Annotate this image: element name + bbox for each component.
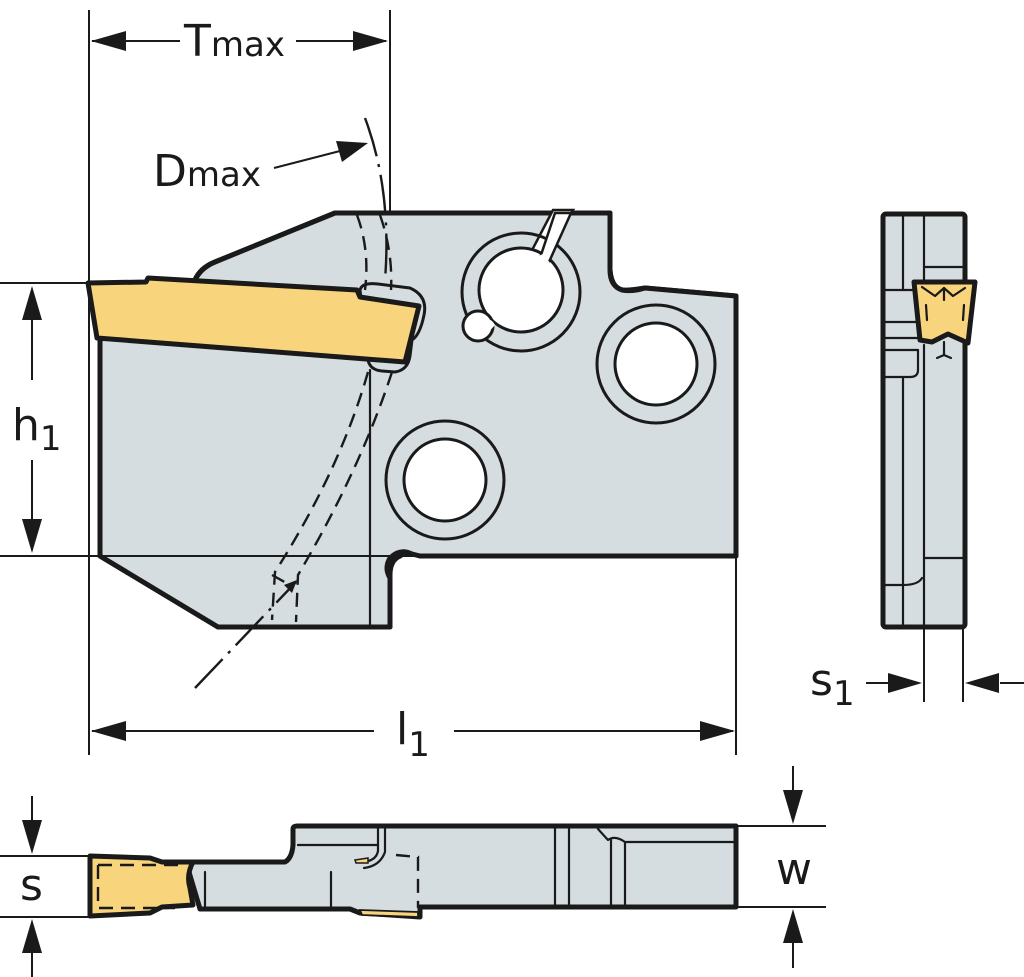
cutting-insert [85,275,422,365]
end-view [880,211,978,630]
center-line-arrowhead [284,580,297,593]
clamp-screw-hole [460,211,582,353]
top-view-body [183,823,739,920]
hidden-arc-outer [294,214,394,623]
s-dimension [0,796,90,977]
hidden-detail [271,573,291,587]
w-label: w [776,844,812,895]
dmax-arc [363,117,388,281]
d-max-label: Dmax [153,146,261,197]
s-label: s [20,860,43,911]
w-dimension [736,766,826,968]
mounting-hole-lower [384,419,506,541]
h1-label: h1 [12,400,62,459]
s1-dimension [866,627,1024,702]
l1-label: l1 [396,704,430,765]
s1-label: s1 [810,655,855,714]
hidden-arc-inner [270,214,370,621]
end-view-insert [911,279,978,346]
t-max-label: Tmax [183,16,285,67]
insert-pocket [358,282,427,374]
mounting-hole-right [595,303,717,425]
center-line-diagonal [194,581,297,689]
top-view [87,823,739,920]
top-view-insert [87,853,196,919]
dimension-lines [0,10,737,755]
side-view [85,117,739,689]
